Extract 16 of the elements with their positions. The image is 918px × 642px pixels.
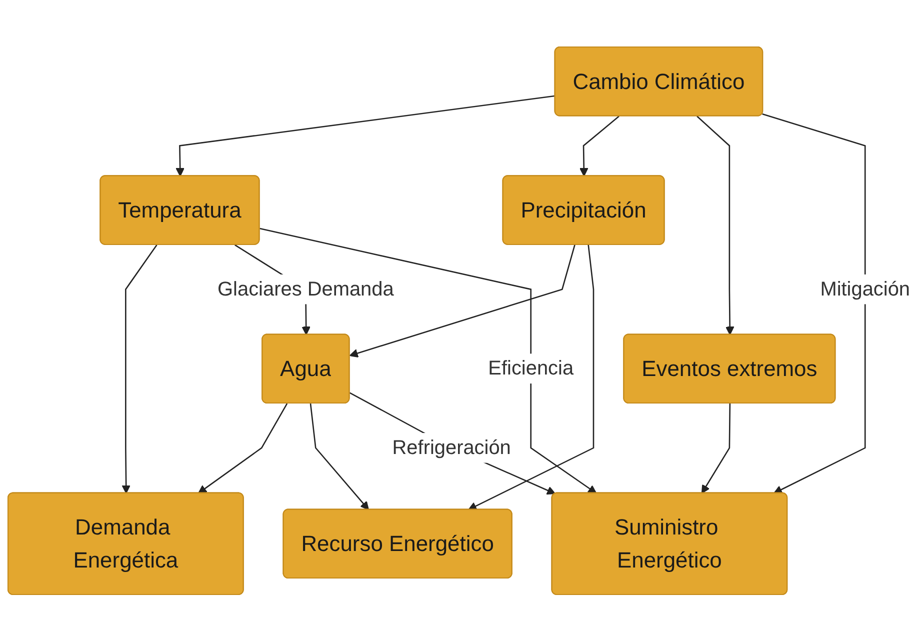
arrow: [762, 114, 866, 494]
edge-label: Refrigeración: [392, 437, 511, 460]
edge-label: Eficiencia: [488, 358, 574, 380]
edge-label: Glaciares Demanda: [218, 278, 394, 301]
arrow: [580, 116, 620, 177]
arrow: [696, 116, 734, 336]
arrow: [176, 95, 556, 177]
arrow: [122, 244, 158, 494]
arrow: [198, 403, 288, 494]
arrow: [468, 245, 594, 510]
edge-label: Mitigación: [820, 278, 910, 301]
arrow: [260, 228, 597, 494]
arrow: [310, 404, 370, 510]
arrow: [349, 392, 556, 495]
arrow: [349, 245, 576, 358]
arrow: [701, 404, 731, 494]
